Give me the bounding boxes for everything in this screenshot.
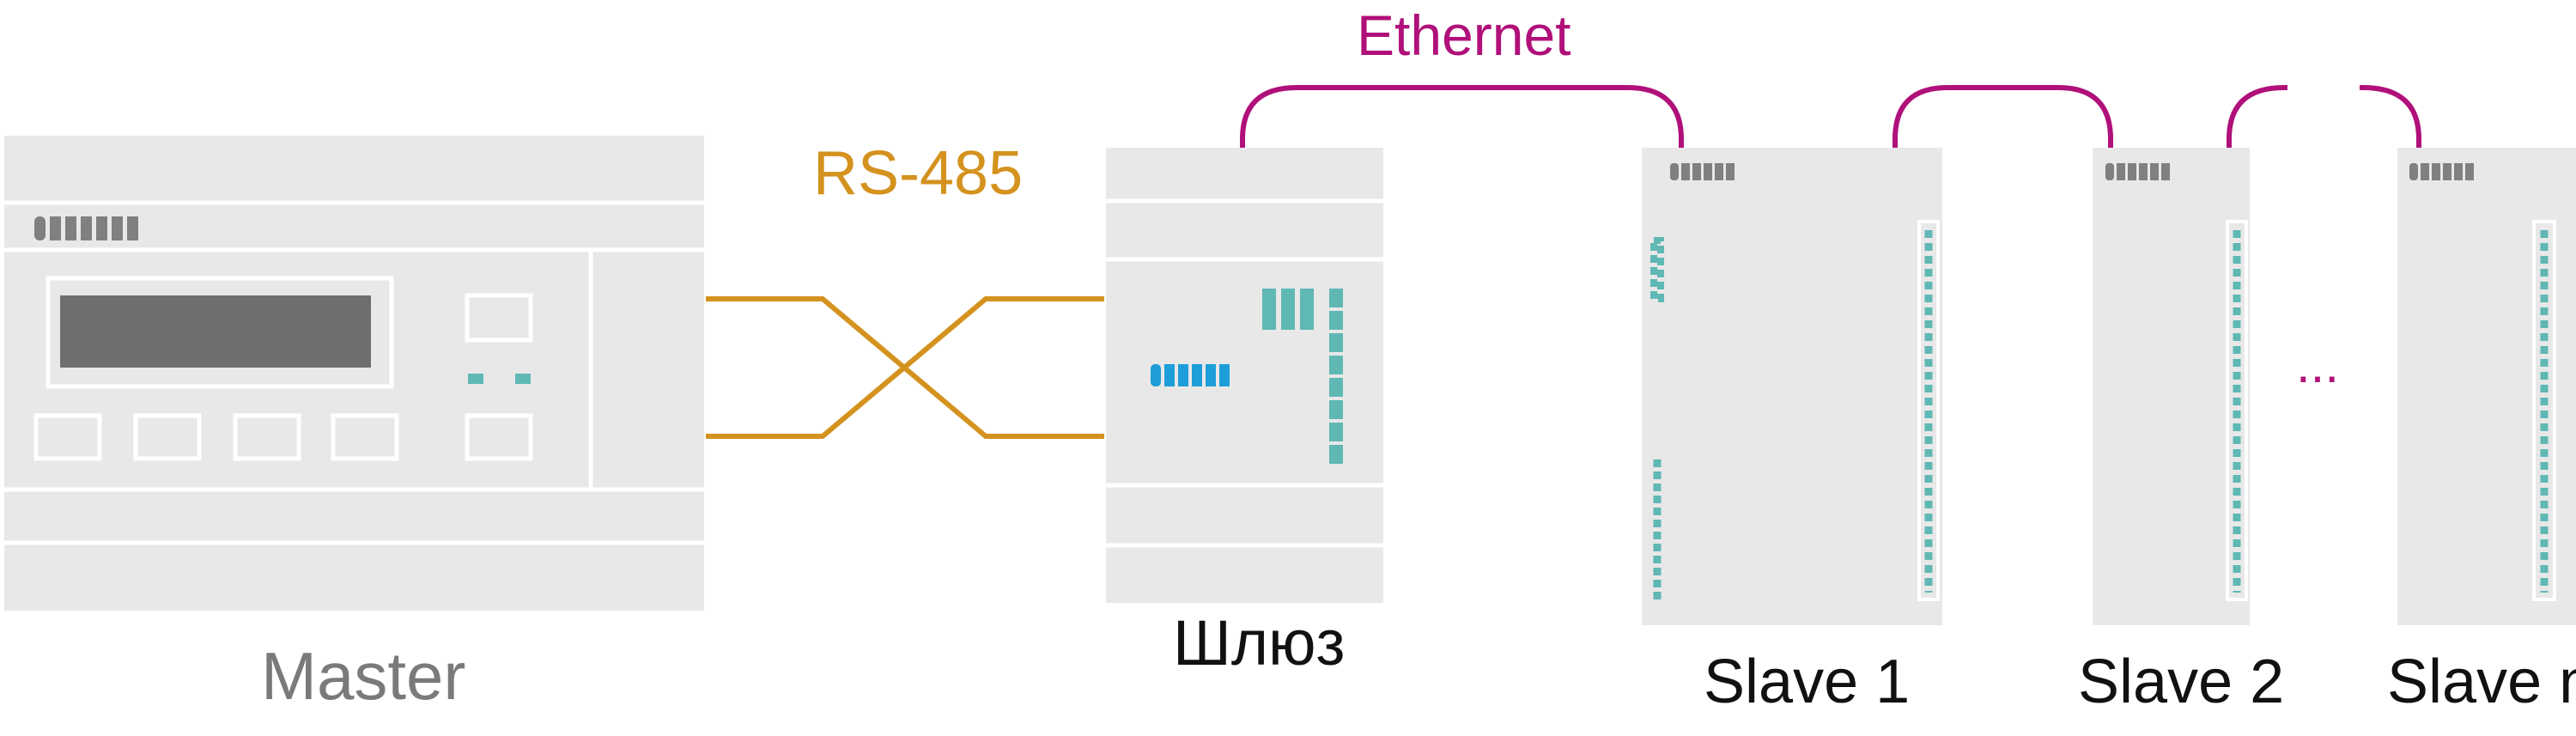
master-buttons [33, 293, 533, 461]
master-button-3 [233, 413, 301, 461]
ethernet-arc-3b [2360, 85, 2421, 148]
ethernet-arc-3a [2227, 85, 2287, 148]
rs485-label: RS-485 [813, 139, 1024, 208]
master-button-6 [465, 413, 533, 461]
rs485-line-b [706, 296, 1104, 439]
slave-2-terminal-frame [2226, 220, 2248, 601]
slave-2-device [2093, 148, 2250, 625]
slave-1-leds-top [1650, 237, 1664, 302]
rs485-link [706, 296, 1104, 439]
slave-1-logo [1670, 163, 1735, 180]
slave-2-logo [2105, 163, 2170, 180]
slave-2-label: Slave 2 [2078, 648, 2285, 716]
gateway-label: Шлюз [1173, 607, 1346, 678]
master-logo [34, 216, 138, 240]
master-display [60, 295, 371, 368]
gateway-leds [1262, 289, 1343, 464]
slave-1-label: Slave 1 [1704, 648, 1911, 716]
ethernet-label: Ethernet [1357, 3, 1571, 67]
gateway-device [1106, 148, 1383, 603]
master-button-4 [331, 413, 399, 461]
master-device [4, 136, 704, 611]
more-slaves-ellipsis: ... [2296, 336, 2340, 393]
slave-n-device [2397, 148, 2576, 625]
slave-n-logo [2409, 163, 2474, 180]
slave-1-device [1642, 148, 1942, 625]
master-button-5 [465, 293, 533, 343]
slave-n-terminal-frame [2532, 220, 2556, 601]
master-display-frame [46, 276, 394, 389]
ethernet-arc-2 [1893, 85, 2113, 148]
gateway-logo [1151, 364, 1230, 386]
master-button-1 [33, 413, 102, 461]
slave-n-label: Slave n [2387, 648, 2576, 716]
master-led-2 [515, 374, 531, 384]
slave-1-terminal-frame [1917, 220, 1940, 601]
master-led-1 [468, 374, 483, 384]
master-button-2 [133, 413, 202, 461]
master-label: Master [261, 638, 466, 714]
ethernet-link [1240, 85, 2421, 148]
ethernet-arc-1 [1240, 85, 1684, 148]
